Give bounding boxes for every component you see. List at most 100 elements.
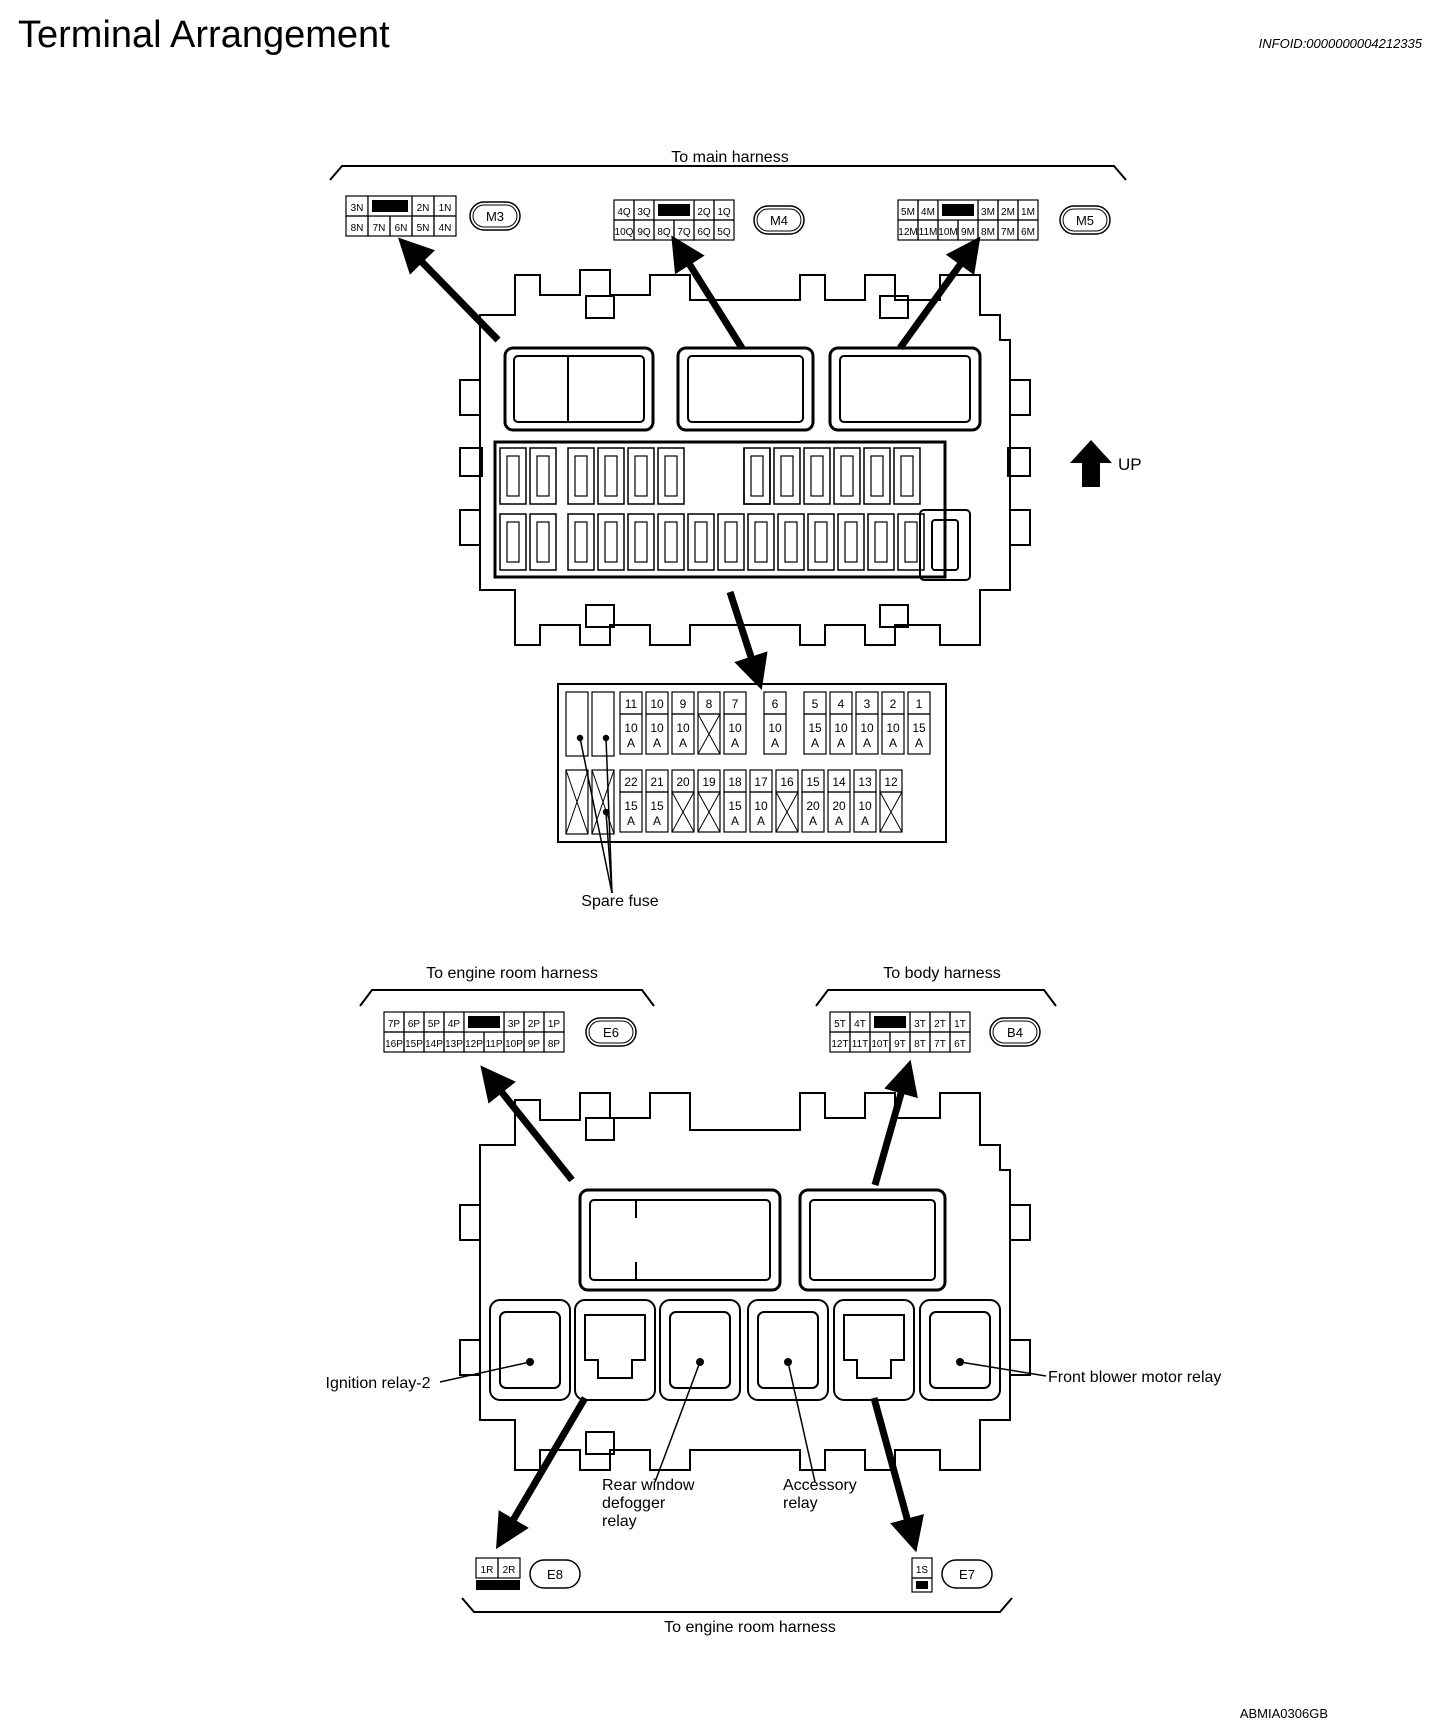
connector-id-oval-inner	[472, 204, 518, 228]
terminal-label: 4Q	[617, 207, 631, 218]
fuse-slot	[627, 447, 655, 505]
fuse-slot	[837, 513, 865, 571]
fuse-rating-cell	[801, 791, 825, 833]
fuse-slot-inner	[724, 521, 738, 563]
fuse-slot	[627, 513, 655, 571]
fuse-slot	[833, 447, 861, 505]
fuse-number: 6	[772, 697, 779, 711]
spare-fuse-pointers	[576, 734, 613, 894]
terminal-label: 15P	[405, 1039, 423, 1050]
connector-key-block	[372, 200, 408, 212]
body-harness-bracket	[815, 989, 1057, 1007]
terminal-label: 11P	[485, 1039, 502, 1050]
terminal-label: 13P	[445, 1039, 463, 1050]
connector-id-oval-inner	[1062, 208, 1108, 232]
connector-key-block	[658, 204, 690, 216]
fuse-slot	[657, 513, 685, 571]
fuse-unit: A	[863, 736, 871, 750]
terminal-cell	[1017, 219, 1039, 241]
fuse-amperage: 15	[912, 721, 926, 735]
spare-fuse-slot	[591, 691, 615, 757]
connector-key-block	[916, 1581, 928, 1589]
fuse-unit: A	[889, 736, 897, 750]
fuse-number: 2	[890, 697, 897, 711]
fuse-number: 11	[625, 697, 638, 711]
terminal-label: 8N	[351, 223, 364, 234]
connector-id: E7	[959, 1567, 975, 1582]
fuse-rating-cell	[697, 791, 721, 833]
connector-id: M3	[486, 209, 504, 224]
fuse-rating-cell	[803, 713, 827, 755]
empty-fuse-x-mark	[697, 713, 721, 755]
fuse-amperage: 10	[768, 721, 782, 735]
fuse-unit: A	[731, 736, 739, 750]
fuse-slot-inner	[844, 521, 858, 563]
fuse-rating-cell	[723, 713, 747, 755]
fuse-rating-cell	[749, 791, 773, 833]
fuse-rating-cell	[723, 791, 747, 833]
fuse-rating-cell	[829, 713, 853, 755]
fuse-slot	[897, 513, 925, 571]
fuse-amperage: 10	[860, 721, 874, 735]
terminal-label: 16P	[385, 1039, 403, 1050]
terminal-label: 4M	[921, 207, 935, 218]
terminal-cell	[949, 1031, 971, 1053]
fuse-number: 21	[650, 775, 664, 789]
to-body-harness-label: To body harness	[883, 965, 1000, 982]
terminal-label: 11M	[919, 227, 938, 238]
to-engine-room-harness-top-label: To engine room harness	[426, 965, 598, 982]
fuse-rating-cell	[671, 713, 695, 755]
terminal-label: 3T	[914, 1019, 926, 1030]
fuse-number: 1	[916, 697, 923, 711]
terminal-label: 2N	[417, 203, 430, 214]
fuse-number: 16	[780, 775, 794, 789]
fuse-block-housing	[459, 269, 1031, 646]
relay-leader-lines	[439, 1361, 1047, 1483]
fuse-rating-cell	[827, 791, 851, 833]
terminal-label: 7Q	[677, 227, 691, 238]
terminal-label: 3Q	[637, 207, 651, 218]
ignition-relay-2-label: Ignition relay-2	[326, 1375, 431, 1392]
terminal-cell	[713, 219, 735, 241]
terminal-label: 7P	[388, 1019, 401, 1030]
terminal-label: 1S	[916, 1565, 929, 1576]
connector-id-oval	[529, 1559, 581, 1589]
to-engine-room-harness-bottom-label: To engine room harness	[664, 1619, 836, 1636]
terminal-label: 1N	[439, 203, 452, 214]
up-arrow-icon	[1070, 440, 1112, 487]
rear-window-defogger-relay-line-1: Rear window	[602, 1477, 695, 1494]
fuse-unit: A	[627, 736, 635, 750]
empty-fuse-x-mark	[879, 791, 903, 833]
fuse-amperage: 10	[676, 721, 690, 735]
fuse-slot-inner	[634, 455, 648, 497]
connector-id: E6	[603, 1025, 619, 1040]
fuse-unit: A	[837, 736, 845, 750]
relay-socket-rear-window-defogger-relay	[659, 1299, 741, 1401]
relay-socket-front-blower-motor-relay	[919, 1299, 1001, 1401]
terminal-label: 2Q	[697, 207, 711, 218]
fuse-unit: A	[861, 814, 869, 828]
figure-code: ABMIA0306GB	[1239, 1706, 1328, 1721]
connector-id-oval-inner	[756, 208, 802, 232]
fuse-amperage: 10	[886, 721, 900, 735]
terminal-label: 11T	[852, 1039, 869, 1050]
terminal-cell	[911, 1577, 933, 1593]
fuse-slot-inner	[574, 455, 588, 497]
fuse-unit: A	[835, 814, 843, 828]
terminal-label: 4T	[854, 1019, 866, 1030]
relay-socket-accessory-relay	[747, 1299, 829, 1401]
fuse-slot-inner	[694, 521, 708, 563]
fuse-unit: A	[627, 814, 635, 828]
rear-window-defogger-relay-line-2: defogger	[602, 1495, 666, 1512]
arrow-to-e6	[480, 1065, 575, 1183]
connector-id-oval	[941, 1559, 993, 1589]
fuse-puller-slot	[919, 509, 971, 581]
fuse-number: 17	[754, 775, 768, 789]
fuse-unit: A	[653, 814, 661, 828]
fuse-slot-inner	[754, 521, 768, 563]
fuse-slot-special	[743, 448, 771, 505]
terminal-label: 7T	[934, 1039, 946, 1050]
